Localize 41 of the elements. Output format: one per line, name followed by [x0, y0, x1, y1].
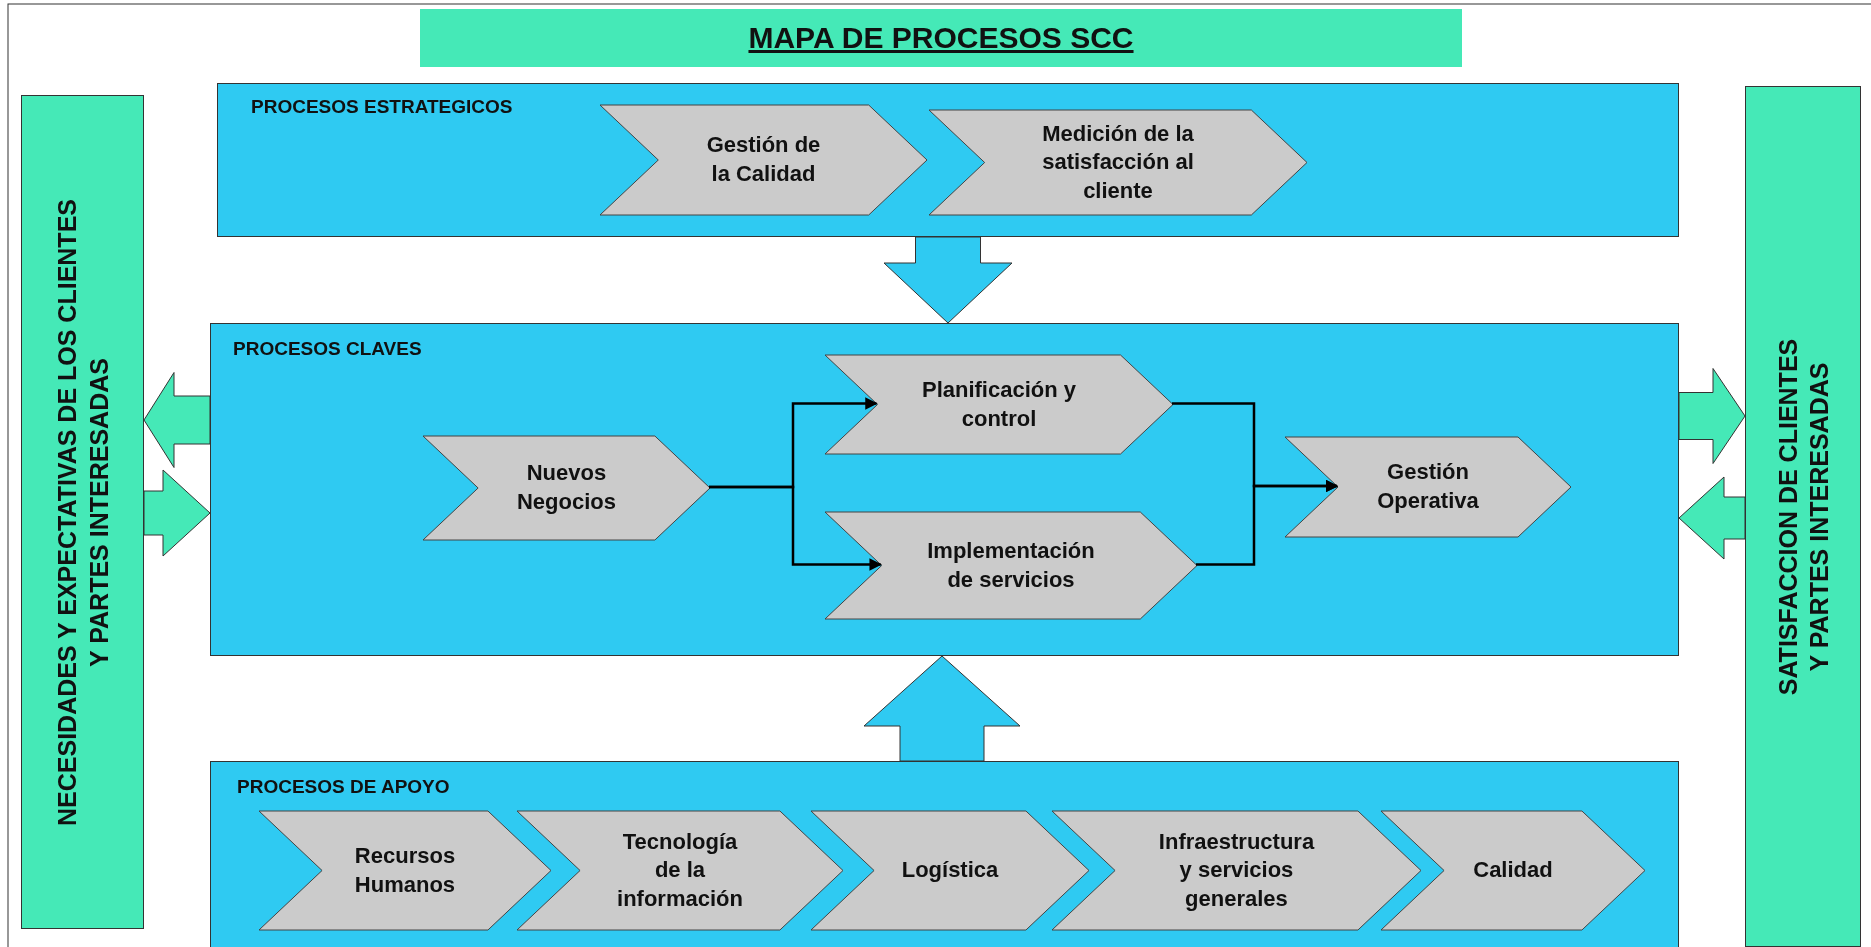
banner-label: SATISFACCION DE CLIENTES Y PARTES INTERESADAS	[1771, 337, 1833, 697]
block-arrow	[883, 236, 1013, 324]
process-group-panel	[210, 323, 1679, 656]
process-label: Medición de la satisfacción al cliente	[1041, 119, 1195, 205]
process-label: Nuevos Negocios	[515, 459, 617, 516]
process-step	[1052, 811, 1421, 930]
process-label: Planificación y control	[920, 375, 1077, 433]
process-label: Tecnología de la información	[616, 827, 744, 913]
process-step	[929, 110, 1307, 215]
process-step	[517, 811, 843, 930]
block-arrow	[1678, 368, 1746, 464]
diagram-title: MAPA DE PROCESOS SCC	[748, 21, 1134, 55]
connector-arrow	[709, 485, 882, 571]
process-step	[423, 436, 710, 540]
connector-arrow	[1196, 479, 1339, 566]
process-label: Calidad	[1473, 856, 1553, 885]
block-arrow	[1678, 476, 1746, 560]
process-label: Infraestructura y servicios generales	[1157, 827, 1316, 913]
panel-heading: PROCESOS ESTRATEGICOS	[251, 96, 513, 118]
process-step	[825, 355, 1173, 454]
process-label: Gestión Operativa	[1376, 458, 1480, 515]
panel-heading: PROCESOS DE APOYO	[237, 776, 450, 798]
stakeholder-banner	[1745, 86, 1861, 947]
block-arrow	[143, 372, 211, 468]
process-step	[1285, 437, 1571, 537]
process-step	[1381, 811, 1645, 930]
process-group-panel	[217, 83, 1679, 237]
stakeholder-banner	[21, 95, 144, 929]
process-group-panel	[210, 761, 1679, 947]
block-arrow	[143, 469, 211, 557]
process-label: Logística	[901, 856, 999, 885]
process-step	[825, 512, 1197, 619]
process-step	[600, 105, 927, 215]
process-label: Gestión de la Calidad	[705, 131, 822, 188]
process-step	[811, 811, 1089, 930]
process-label: Recursos Humanos	[353, 841, 457, 899]
block-arrow	[863, 655, 1021, 762]
process-label: Implementación de servicios	[926, 536, 1096, 594]
panel-heading: PROCESOS CLAVES	[233, 338, 422, 360]
banner-label: NECESIDADES Y EXPECTATIVAS DE LOS CLIENTES Y PARTES INTERESADAS	[51, 197, 113, 828]
process-step	[259, 811, 551, 930]
